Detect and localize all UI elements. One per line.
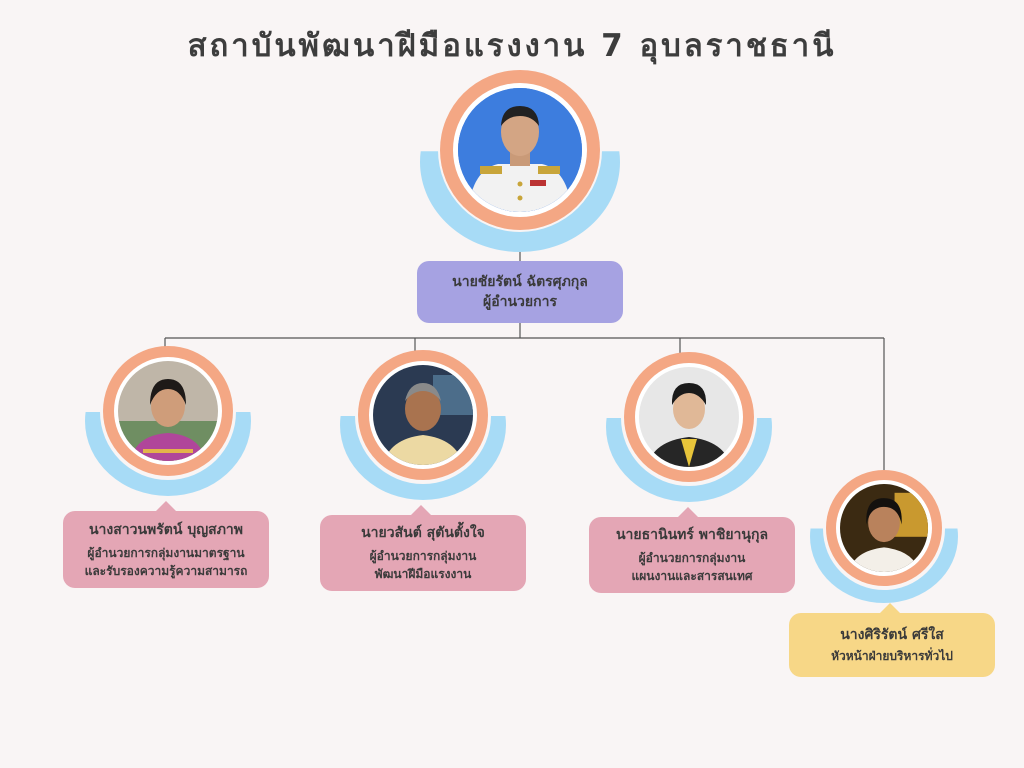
portrait-man-elder-icon (373, 365, 473, 465)
portrait-uniform-icon (458, 88, 582, 212)
portrait-man-suit-icon (639, 367, 739, 467)
staff-3-photo (639, 367, 739, 467)
staff-1-role-line-1: ผู้อำนวยการกลุ่มงานมาตรฐาน (87, 545, 245, 560)
director-photo (458, 88, 582, 212)
staff-3-role-line-2: แผนงานและสารสนเทศ (631, 569, 753, 583)
staff-2-card: นายวสันต์ สุตันตั้งใจ ผู้อำนวยการกลุ่มงา… (320, 515, 526, 591)
staff-2-photo-frame (340, 350, 506, 500)
staff-3-photo-frame (606, 352, 772, 502)
director-name: นายชัยรัตน์ ฉัตรศุภกุล (452, 274, 588, 290)
staff-4-role-line-1: หัวหน้าฝ่ายบริหารทั่วไป (831, 649, 953, 663)
staff-2-photo (373, 365, 473, 465)
staff-1-photo (118, 361, 218, 461)
director-role: ผู้อำนวยการ (483, 294, 557, 310)
staff-1-name: นางสาวนพรัตน์ บุญสภาพ (88, 521, 244, 538)
staff-2-name: นายวสันต์ สุตันตั้งใจ (361, 525, 485, 541)
staff-4-card-pointer (880, 603, 900, 613)
staff-3-role-line-1: ผู้อำนวยการกลุ่มงาน (638, 551, 746, 565)
staff-1-card-pointer (156, 501, 176, 511)
director-photo-frame (420, 70, 620, 252)
portrait-woman-2-icon (840, 484, 928, 572)
portrait-woman-icon (118, 361, 218, 461)
staff-3-card: นายธานินทร์ พาชิยานุกุล ผู้อำนวยการกลุ่ม… (589, 517, 795, 593)
staff-4-photo (840, 484, 928, 572)
staff-2-card-pointer (411, 505, 431, 515)
staff-2-role-line-1: ผู้อำนวยการกลุ่มงาน (369, 549, 477, 563)
staff-3-card-pointer (678, 507, 698, 517)
staff-4-photo-frame (810, 470, 958, 603)
staff-1-photo-frame (85, 346, 251, 496)
staff-4-name: นางศิริรัตน์ ศรีใส (840, 627, 944, 643)
staff-3-name: นายธานินทร์ พาชิยานุกุล (615, 527, 769, 543)
page-title: สถาบันพัฒนาฝีมือแรงงาน 7 อุบลราชธานี (187, 28, 837, 64)
staff-4-card: นางศิริรัตน์ ศรีใส หัวหน้าฝ่ายบริหารทั่ว… (789, 613, 995, 677)
staff-2-role-line-2: พัฒนาฝีมือแรงงาน (374, 567, 472, 581)
director-card: นายชัยรัตน์ ฉัตรศุภกุล ผู้อำนวยการ (417, 261, 623, 323)
staff-1-role-line-2: และรับรองความรู้ความสามารถ (84, 563, 248, 578)
staff-1-card: นางสาวนพรัตน์ บุญสภาพ ผู้อำนวยการกลุ่มงา… (63, 511, 269, 588)
